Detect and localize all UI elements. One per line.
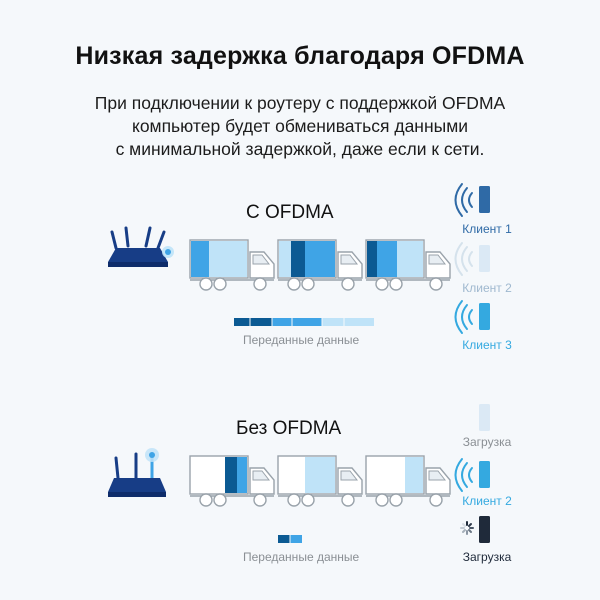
truck-icon bbox=[365, 455, 451, 507]
wifi-signal-icon bbox=[454, 300, 473, 334]
client-label-2-noofdma: Клиент 2 bbox=[462, 494, 512, 508]
wifi-signal-icon bbox=[454, 242, 473, 276]
device-icon bbox=[479, 186, 490, 213]
loading-label-1: Загрузка bbox=[462, 435, 512, 449]
truck-icon bbox=[277, 455, 363, 507]
client-label-2: Клиент 2 bbox=[462, 281, 512, 295]
truck-icon bbox=[189, 455, 275, 507]
page-subtitle: При подключении к роутеру с поддержкой O… bbox=[40, 92, 560, 161]
page-title: Низкая задержка благодаря OFDMA bbox=[75, 42, 525, 70]
wifi-signal-icon bbox=[454, 183, 473, 217]
loading-label-2: Загрузка bbox=[462, 550, 512, 564]
device-icon bbox=[479, 404, 490, 431]
router-icon bbox=[108, 448, 166, 497]
device-icon bbox=[479, 303, 490, 330]
transferred-data-bar bbox=[234, 318, 374, 326]
wifi-signal-icon bbox=[454, 458, 473, 492]
subtitle-line-2: компьютер будет обмениваться данными bbox=[131, 116, 469, 136]
subtitle-line-3: с минимальной задержкой, даже если к сет… bbox=[115, 139, 485, 159]
device-icon bbox=[479, 245, 490, 272]
device-icon bbox=[479, 516, 490, 543]
legend-label-with-ofdma: Переданные данные bbox=[243, 333, 360, 347]
section-title-without-ofdma: Без OFDMA bbox=[236, 418, 342, 439]
section-title-with-ofdma: С OFDMA bbox=[246, 202, 334, 223]
truck-icon bbox=[277, 239, 363, 291]
device-icon bbox=[479, 461, 490, 488]
client-label-1: Клиент 1 bbox=[462, 222, 512, 236]
legend-label-without-ofdma: Переданные данные bbox=[243, 550, 360, 564]
truck-icon bbox=[365, 239, 451, 291]
truck-icon bbox=[189, 239, 275, 291]
subtitle-line-1: При подключении к роутеру с поддержкой O… bbox=[94, 93, 506, 113]
loading-spinner-icon bbox=[460, 521, 474, 535]
router-icon bbox=[108, 226, 174, 267]
transferred-data-bar bbox=[278, 535, 302, 543]
client-label-3: Клиент 3 bbox=[462, 338, 512, 352]
